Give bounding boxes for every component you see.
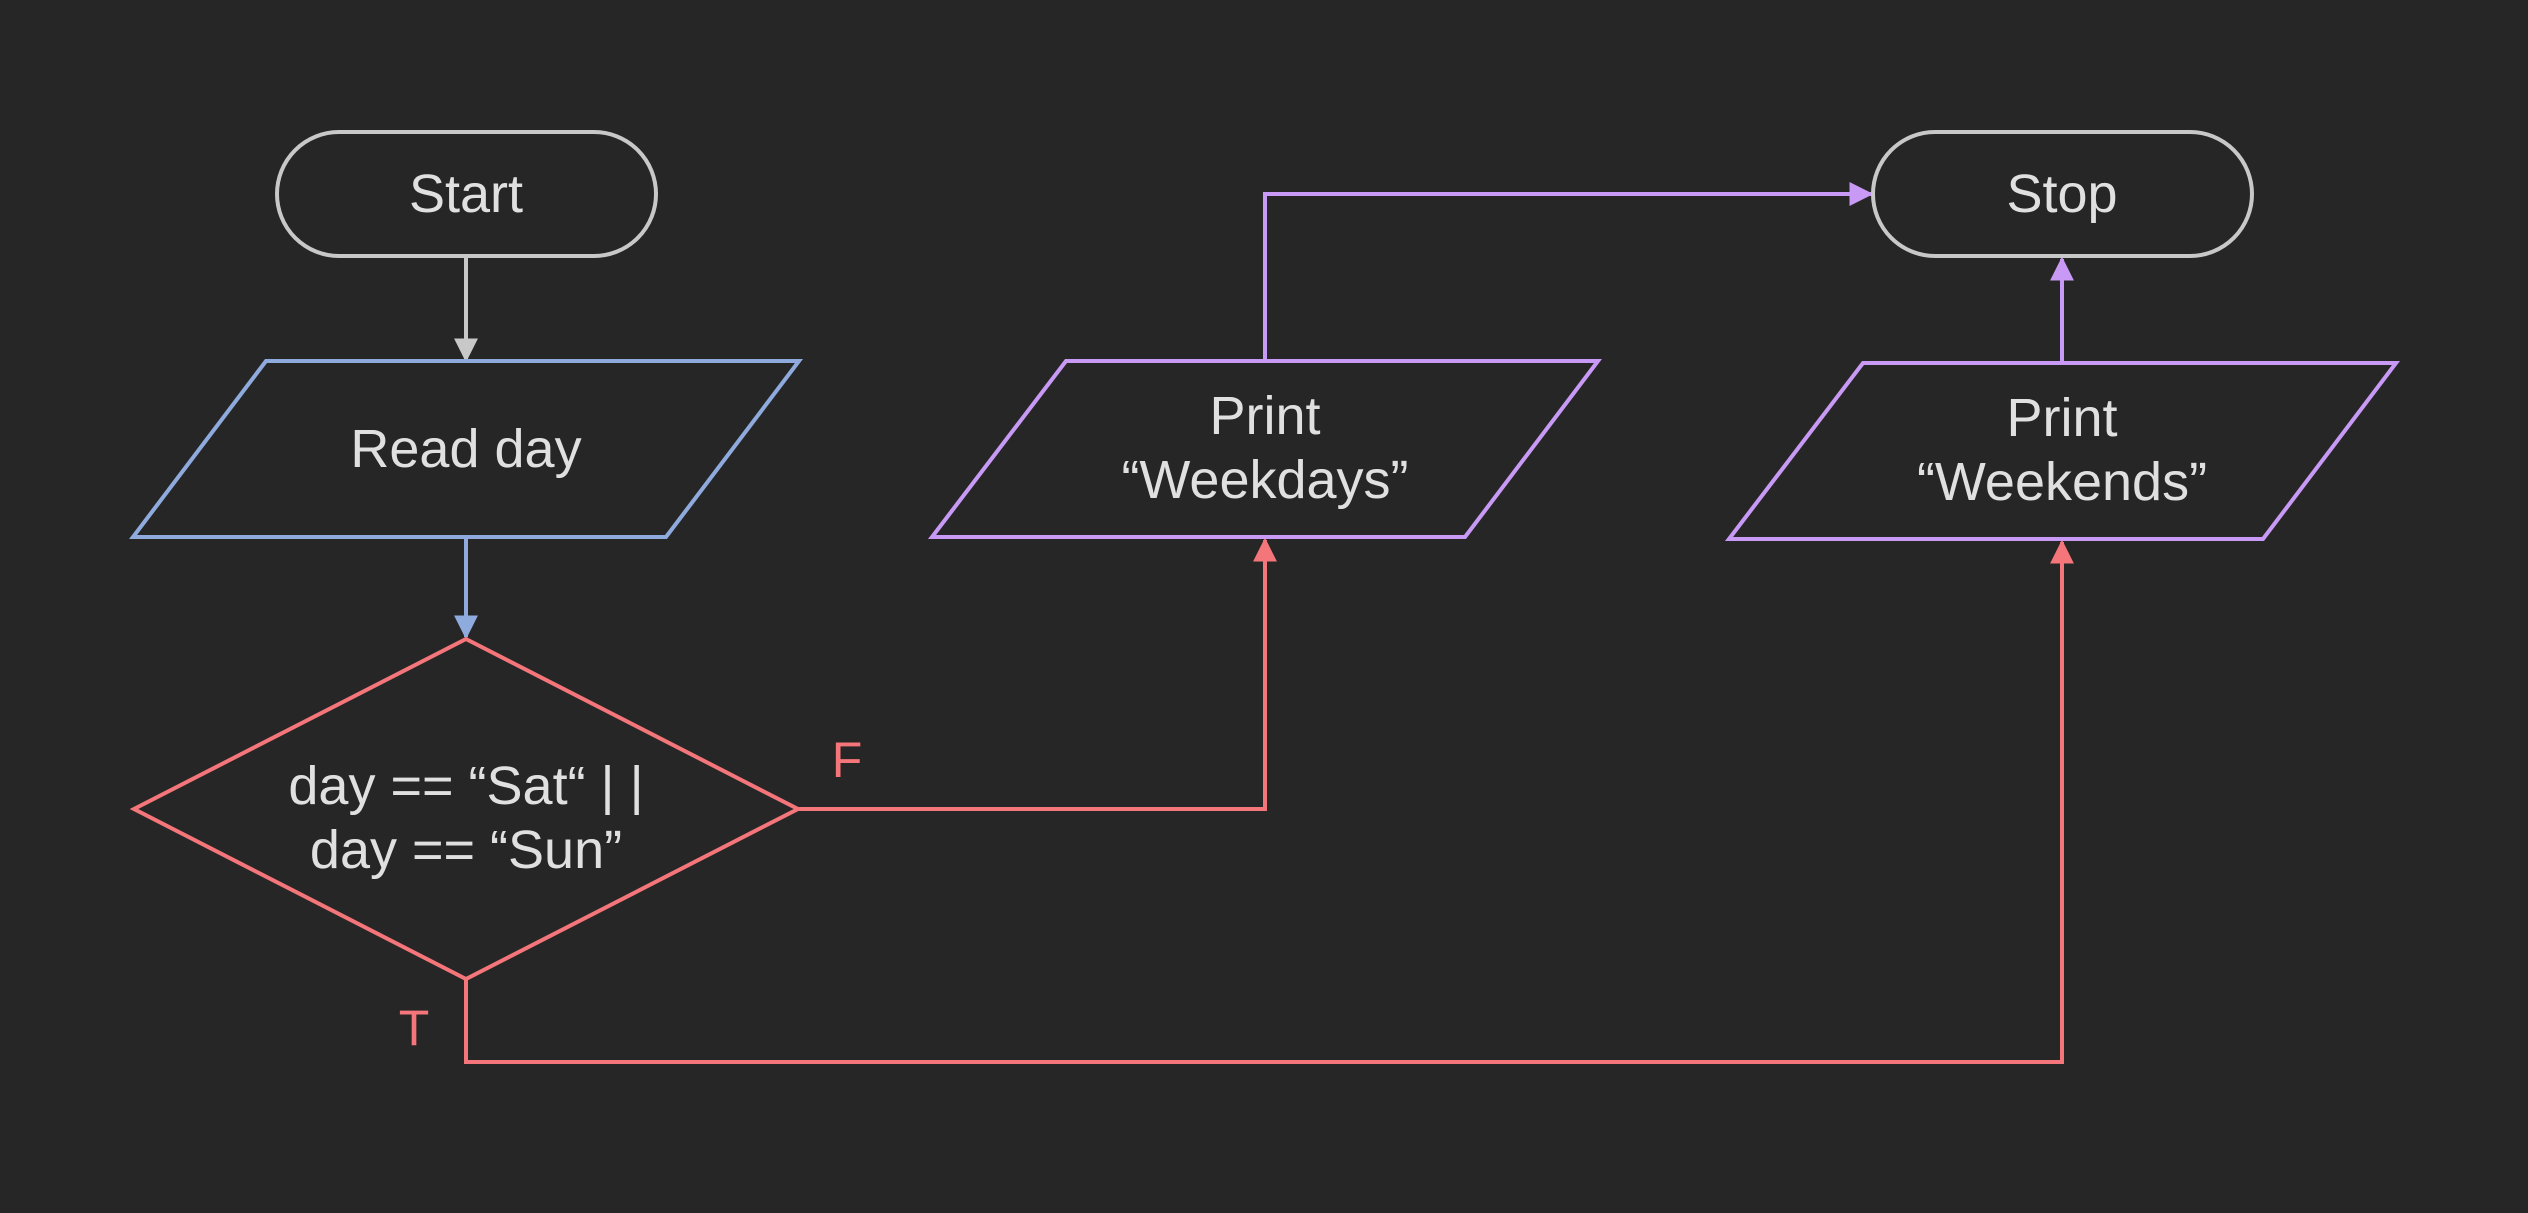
read-input-node: Read day bbox=[128, 359, 804, 539]
weekends-line-2: “Weekends” bbox=[1917, 452, 2207, 512]
stop-terminal: Stop bbox=[1871, 130, 2254, 258]
edge-decision-true-to-weekends bbox=[464, 539, 2074, 1064]
weekends-output-node: Print “Weekends” bbox=[1724, 361, 2401, 541]
decision-shape bbox=[129, 636, 803, 982]
weekdays-output-node: Print “Weekdays” bbox=[927, 359, 1603, 539]
read-shape bbox=[128, 359, 804, 539]
weekends-shape bbox=[1724, 361, 2401, 541]
start-shape bbox=[275, 130, 658, 258]
weekends-line-1: Print bbox=[2006, 388, 2117, 448]
start-terminal: Start bbox=[275, 130, 658, 258]
start-label: Start bbox=[409, 164, 523, 224]
weekdays-line-2: “Weekdays” bbox=[1121, 450, 1408, 510]
edge-weekdays-to-stop bbox=[1263, 182, 1874, 360]
decision-line-2: day == “Sun” bbox=[310, 820, 622, 880]
decision-node: day == “Sat“ | | day == “Sun” bbox=[129, 636, 803, 982]
stop-label: Stop bbox=[2006, 164, 2117, 224]
weekdays-shape bbox=[927, 359, 1603, 539]
read-label: Read day bbox=[350, 419, 581, 479]
stop-shape bbox=[1871, 130, 2254, 258]
edge-decision-false-to-weekdays bbox=[798, 537, 1277, 811]
weekdays-line-1: Print bbox=[1209, 386, 1320, 446]
decision-line-1: day == “Sat“ | | bbox=[288, 756, 643, 816]
false-branch-label: F bbox=[832, 732, 863, 788]
edges bbox=[454, 182, 2074, 1064]
true-branch-label: T bbox=[399, 1000, 430, 1056]
